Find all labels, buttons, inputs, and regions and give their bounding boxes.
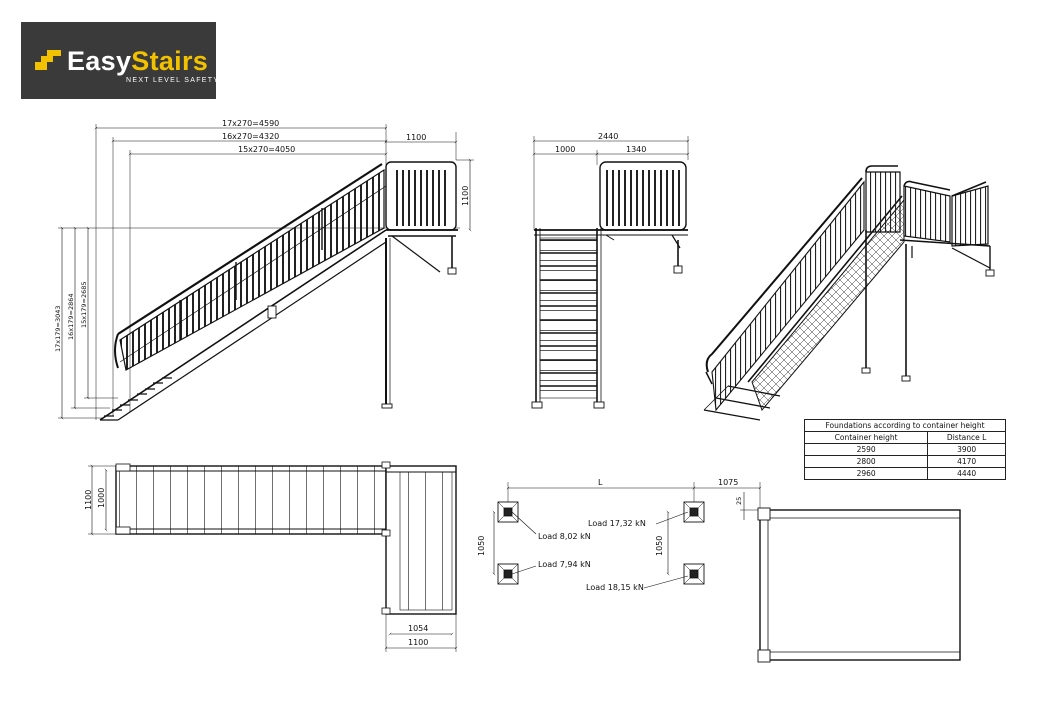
dim-17x179: 17x179=3043 (54, 305, 62, 352)
table-title: Foundations according to container heigh… (804, 419, 1006, 432)
dim-17x270: 17x270=4590 (222, 119, 279, 128)
dim-2440: 2440 (598, 132, 618, 141)
cell-container-height: 2800 (803, 455, 929, 468)
dim-plan-1100: 1100 (84, 490, 93, 510)
dim-distance-l: L (598, 478, 603, 487)
dim-foundation-1050-left: 1050 (477, 536, 486, 556)
dim-foundation-1050-right: 1050 (655, 536, 664, 556)
isometric-view (703, 165, 995, 421)
table-row: 2800 4170 (803, 455, 1006, 468)
cell-distance-l: 3900 (927, 443, 1006, 456)
load-label-bottom-right: Load 18,15 kN (586, 583, 644, 592)
dim-1075: 1075 (718, 478, 738, 487)
plan-view (88, 461, 458, 652)
cell-container-height: 2960 (803, 467, 929, 480)
logo-word-stairs: Stairs (131, 46, 209, 76)
load-label-top-right: Load 17,32 kN (588, 519, 646, 528)
dim-rail-height-1100: 1100 (461, 186, 470, 206)
dim-15x179: 15x179=2685 (80, 281, 88, 328)
dim-landing-1100: 1100 (406, 133, 426, 142)
load-label-top-left: Load 8,02 kN (538, 532, 591, 541)
load-label-bottom-left: Load 7,94 kN (538, 560, 591, 569)
table-row: 2960 4440 (803, 467, 1006, 480)
dim-1000: 1000 (555, 145, 575, 154)
header-distance-l: Distance L (927, 431, 1006, 444)
header-container-height: Container height (803, 431, 929, 444)
dim-plan-1100-bottom: 1100 (408, 638, 428, 647)
dim-16x270: 16x270=4320 (222, 132, 279, 141)
logo-tagline: NEXT LEVEL SAFETY (126, 77, 220, 84)
front-view (531, 136, 690, 409)
dim-16x179: 16x179=2864 (67, 293, 75, 340)
table-header-row: Container height Distance L (803, 431, 1006, 444)
dim-plan-1054: 1054 (408, 624, 428, 633)
dim-15x270: 15x270=4050 (238, 145, 295, 154)
foundations-plan (492, 482, 961, 663)
logo-wordmark: EasyStairs (67, 46, 208, 76)
cell-distance-l: 4170 (927, 455, 1006, 468)
dim-1340: 1340 (626, 145, 646, 154)
cell-container-height: 2590 (803, 443, 929, 456)
cell-distance-l: 4440 (927, 467, 1006, 480)
logo-word-easy: Easy (67, 46, 132, 76)
stairs-logo-icon (35, 50, 61, 70)
side-view (58, 124, 474, 421)
dim-plan-1000: 1000 (97, 488, 106, 508)
table-row: 2590 3900 (803, 443, 1006, 456)
foundation-table: Foundations according to container heigh… (803, 419, 1006, 480)
dim-25: 25 (735, 497, 743, 505)
easy-stairs-logo: EasyStairs NEXT LEVEL SAFETY (21, 22, 220, 99)
table-title-row: Foundations according to container heigh… (804, 419, 1006, 432)
